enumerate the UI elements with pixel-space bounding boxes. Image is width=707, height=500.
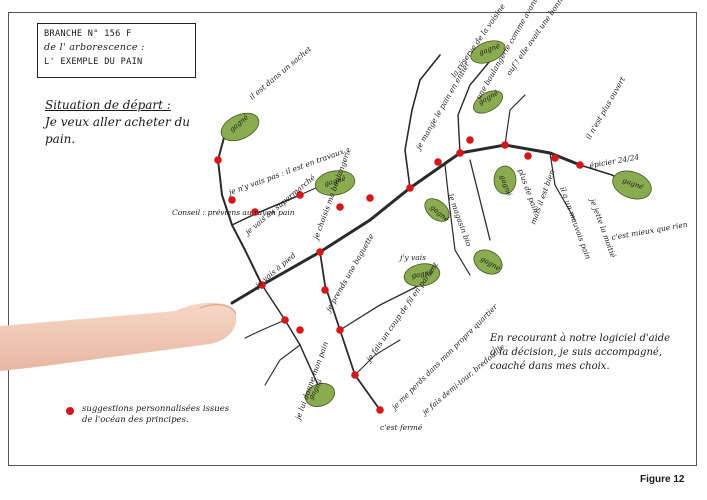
- legend-text: suggestions personnalisées issues de l'o…: [82, 404, 230, 425]
- software-note: En recourant à notre logiciel d'aide à l…: [490, 333, 671, 372]
- label-bio: le magasin bio: [446, 193, 474, 248]
- branch-bio: [469, 159, 491, 241]
- starting-situation: Situation de départ : Je veux aller ache…: [45, 97, 195, 148]
- decision-dot: [214, 156, 222, 164]
- branch-upper-right: [457, 54, 496, 154]
- leaf-10: [305, 383, 335, 407]
- leaf-1: [220, 112, 260, 142]
- title-line-2: de l' arborescence :: [44, 42, 145, 53]
- decision-dot: [321, 286, 329, 294]
- branch-coup-fil: [354, 339, 401, 376]
- label-jette: je jette la moitié: [587, 196, 618, 260]
- branch-baguette: [339, 284, 421, 331]
- branch-lower-left: [261, 284, 319, 386]
- decision-dot: [366, 194, 374, 202]
- decision-dot: [228, 196, 236, 204]
- decision-dot: [281, 316, 289, 324]
- title-box: BRANCHE N° 156 F de l' arborescence : L'…: [37, 23, 196, 78]
- branch-upper-left: [216, 129, 263, 286]
- decision-dot: [258, 281, 266, 289]
- label-dont-miam: je mange le pain en entier: [413, 60, 472, 153]
- decision-dot: [251, 208, 259, 216]
- leaf-7: [473, 249, 503, 275]
- legend-red-dot-icon: [66, 407, 74, 415]
- decision-dot: [576, 161, 584, 169]
- leaf-2: [314, 170, 356, 196]
- situation-heading: Situation de départ :: [45, 98, 171, 112]
- branch-famille: [244, 319, 286, 339]
- leaf-3: [470, 40, 506, 64]
- label-ouvert: il n'est plus ouvert: [584, 74, 628, 141]
- leaf-9: [403, 263, 441, 287]
- leaf-6: [493, 165, 517, 195]
- leaf-4: [473, 90, 503, 114]
- decision-dot: [466, 136, 474, 144]
- branch-monnaie: [264, 344, 301, 386]
- branch-plastique: [444, 164, 471, 276]
- title-line-1: BRANCHE N° 156 F: [44, 29, 132, 39]
- label-sachet: il est dans un sachet: [248, 44, 314, 102]
- label-a-pied: je vais à pied: [252, 251, 298, 291]
- decision-dot: [501, 141, 509, 149]
- figure-label: Figure 12: [640, 474, 685, 485]
- decision-dot: [296, 326, 304, 334]
- decision-dot: [296, 191, 304, 199]
- decision-dot: [336, 203, 344, 211]
- title-line-3: L' EXEMPLE DU PAIN: [44, 57, 143, 67]
- decision-dot: [316, 248, 324, 256]
- decision-dot: [351, 371, 359, 379]
- figure-frame: [8, 12, 697, 466]
- branch-upper-mid: [404, 54, 441, 189]
- decision-dot: [434, 158, 442, 166]
- label-vais: j'y vais: [398, 253, 426, 262]
- branch-mauvais: [549, 152, 576, 221]
- leaf-8: [612, 170, 652, 200]
- leaf-label-9: gagné: [411, 268, 434, 280]
- label-rayon: Conseil : préviens au rayon pain: [172, 208, 295, 217]
- decision-dot: [524, 152, 532, 160]
- label-epicier: épicier 24/24: [589, 152, 640, 170]
- leaf-5: [424, 198, 450, 222]
- decision-dot: [406, 184, 414, 192]
- decision-dot: [551, 154, 559, 162]
- decision-dot: [456, 149, 464, 157]
- label-mieux: c'est mieux que rien: [611, 220, 689, 242]
- label-ferme: c'est fermé: [380, 423, 423, 432]
- hand-photo: [0, 302, 237, 371]
- label-donne: je lui donne mon pain: [293, 340, 330, 422]
- branch-reserve: [504, 94, 526, 146]
- decision-dot: [376, 406, 384, 414]
- label-mauvais: il a un mauvais pain: [558, 186, 593, 261]
- situation-body: Je veux aller acheter du pain.: [45, 115, 190, 146]
- decision-dot: [336, 326, 344, 334]
